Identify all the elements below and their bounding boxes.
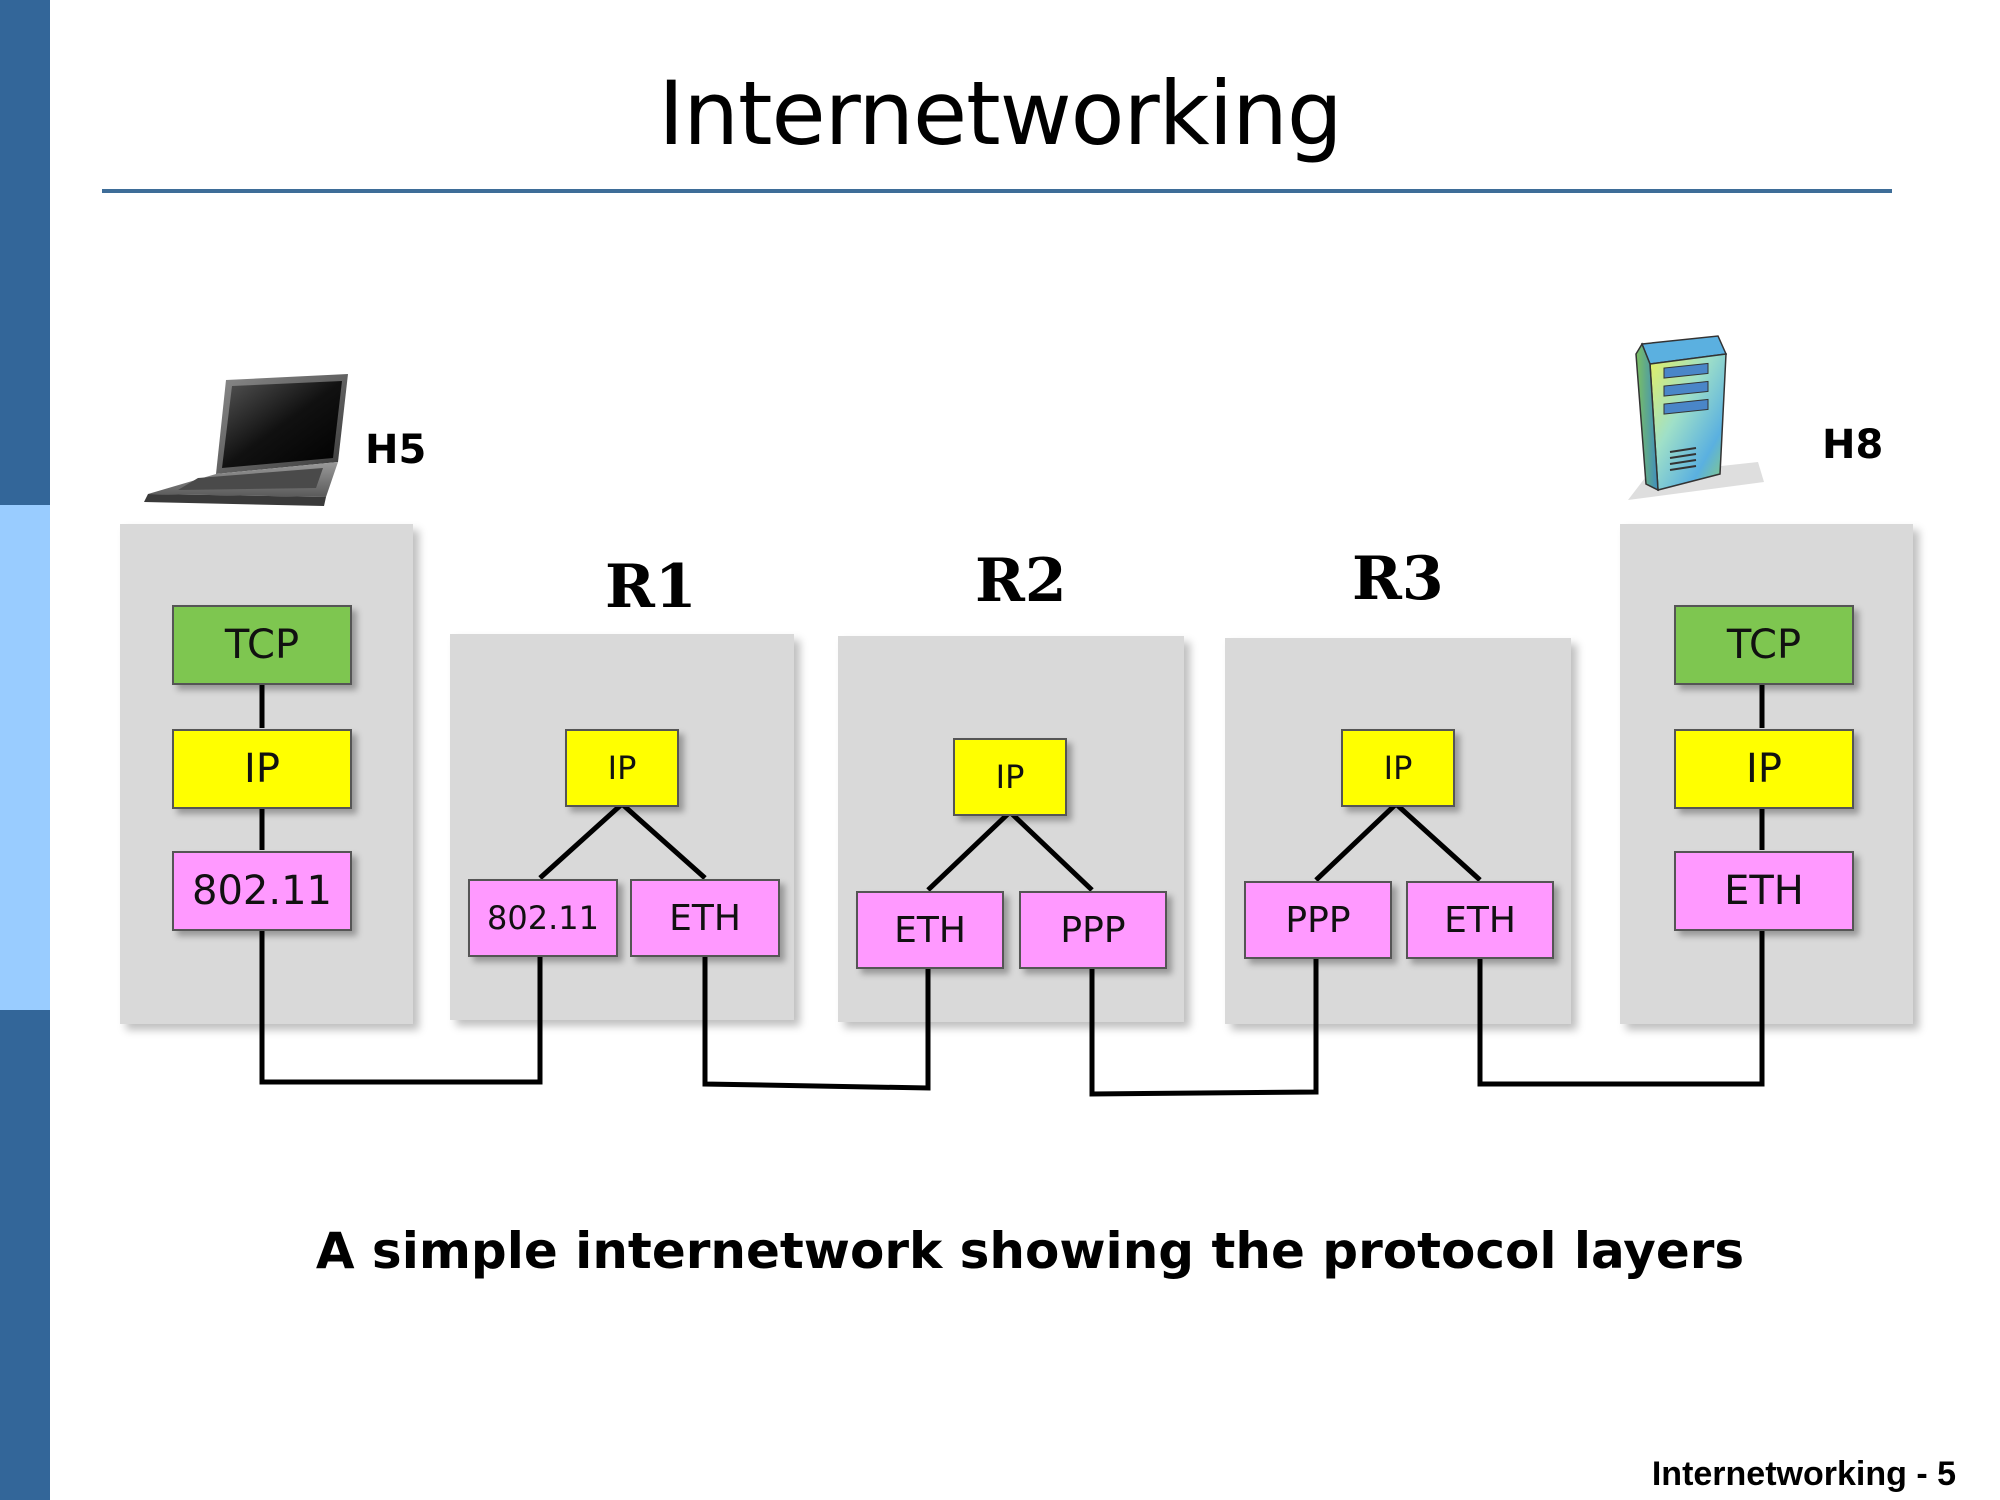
figure-caption: A simple internetwork showing the protoc… — [315, 1222, 1745, 1280]
link-h5-r1 — [259, 928, 543, 1085]
sidebar-bottom-band — [0, 1010, 50, 1500]
r1-ip-branch-lines — [538, 800, 707, 880]
node-box-r3 — [1225, 638, 1571, 1024]
h8-tcp-layer: TCP — [1674, 605, 1854, 685]
r2-ip-layer: IP — [953, 738, 1067, 816]
slide-footer: Internetworking - 5 — [1651, 1455, 1956, 1493]
router-label-r3: R3 — [1352, 544, 1444, 614]
laptop-icon — [144, 374, 348, 506]
r1-link-left: 802.11 — [468, 879, 618, 957]
r3-ip-layer: IP — [1341, 729, 1455, 807]
r1-link-right: ETH — [630, 879, 780, 957]
h8-link-layer: ETH — [1674, 851, 1854, 931]
server-icon — [1628, 335, 1764, 500]
h8-ip-layer: IP — [1674, 729, 1854, 809]
r3-link-left: PPP — [1244, 881, 1392, 959]
router-label-r2: R2 — [975, 546, 1067, 616]
link-r1-r2 — [702, 955, 931, 1091]
r2-ip-branch-lines — [926, 808, 1094, 892]
slide-title: Internetworking — [658, 62, 1342, 165]
h5-link-layer: 802.11 — [172, 851, 352, 931]
title-underline — [102, 189, 1892, 193]
host-label-h8: H8 — [1822, 422, 1884, 468]
sidebar-top-band — [0, 0, 50, 505]
r3-link-right: ETH — [1406, 881, 1554, 959]
sidebar-middle-band — [0, 505, 50, 1010]
r2-link-left: ETH — [856, 891, 1004, 969]
h5-tcp-layer: TCP — [172, 605, 352, 685]
link-r3-h8 — [1477, 928, 1765, 1087]
host-label-h5: H5 — [365, 427, 427, 473]
link-r2-r3 — [1089, 958, 1319, 1097]
r1-ip-layer: IP — [565, 729, 679, 807]
r2-link-right: PPP — [1019, 891, 1167, 969]
r3-ip-branch-lines — [1314, 800, 1482, 882]
h5-ip-layer: IP — [172, 729, 352, 809]
router-label-r1: R1 — [605, 552, 697, 622]
